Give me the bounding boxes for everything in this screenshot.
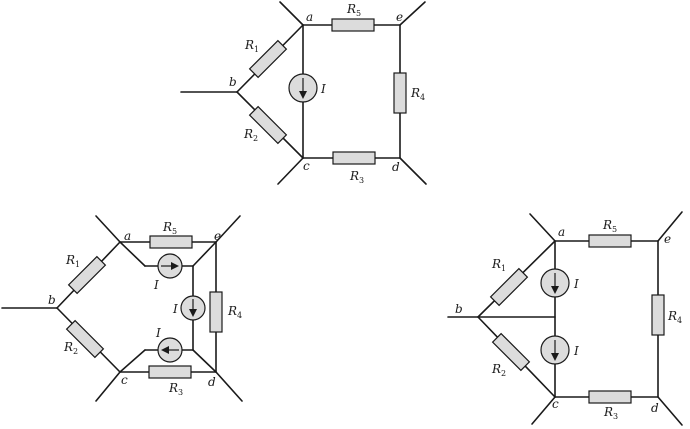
current-label-middle: I [172, 302, 178, 316]
label-r5: R5 [346, 2, 361, 18]
resistor-r1 [248, 39, 288, 79]
resistor-r3 [588, 390, 632, 404]
node-label-d: d [651, 401, 659, 415]
current-source-upper [540, 268, 570, 298]
node-label-c: c [552, 397, 559, 411]
resistor-r4 [651, 294, 665, 336]
circuit-left: a e b c d I I I R5 R4 R3 R1 R2 [1, 215, 243, 402]
resistor-r1 [67, 255, 107, 295]
node-label-e: e [396, 10, 403, 24]
resistor-r4 [209, 291, 223, 333]
resistor-r2 [65, 319, 105, 359]
current-source-top [157, 253, 183, 279]
node-label-d: d [392, 160, 400, 174]
node-label-b: b [229, 75, 237, 89]
node-label-b: b [48, 293, 56, 307]
node-label-c: c [121, 373, 128, 387]
resistor-r3 [148, 365, 192, 379]
label-r4: R4 [227, 304, 242, 320]
label-r4: R4 [667, 309, 682, 325]
label-r4: R4 [410, 86, 425, 102]
node-label-d: d [208, 375, 216, 389]
current-label-lower: I [573, 344, 579, 358]
resistor-r3 [332, 151, 376, 165]
node-label-a: a [558, 225, 565, 239]
label-r2: R2 [243, 127, 258, 143]
label-r3: R3 [349, 169, 364, 185]
label-r1: R1 [244, 38, 259, 54]
resistor-r2 [248, 105, 288, 145]
node-label-e: e [664, 232, 671, 246]
resistor-r5 [149, 235, 193, 249]
current-label-top: I [153, 278, 159, 292]
node-label-a: a [306, 10, 313, 24]
current-source-bottom [157, 337, 183, 363]
current-label: I [320, 82, 326, 96]
label-r3: R3 [168, 381, 183, 397]
circuit-right: a e b c d I I R5 R4 R3 R1 R2 [447, 211, 683, 426]
resistor-r4 [393, 72, 407, 114]
label-r2: R2 [491, 362, 506, 378]
current-label-upper: I [573, 277, 579, 291]
current-label-bottom: I [155, 326, 161, 340]
current-source [288, 73, 318, 103]
label-r2: R2 [63, 340, 78, 356]
resistor-r5 [331, 18, 375, 32]
circuit-right-wires [447, 211, 683, 426]
node-label-e: e [214, 229, 221, 243]
label-r5: R5 [162, 220, 177, 236]
circuit-top: a e b c d I R5 R4 R3 R1 R2 [180, 1, 427, 185]
label-r1: R1 [491, 257, 506, 273]
node-label-b: b [455, 302, 463, 316]
node-label-a: a [124, 229, 131, 243]
label-r5: R5 [602, 218, 617, 234]
resistor-r1 [489, 267, 529, 307]
node-label-c: c [303, 159, 310, 173]
resistor-r2 [491, 332, 531, 372]
label-r1: R1 [65, 253, 80, 269]
label-r3: R3 [603, 405, 618, 421]
resistor-r5 [588, 234, 632, 248]
current-source-lower [540, 335, 570, 365]
current-source-middle [180, 295, 206, 321]
